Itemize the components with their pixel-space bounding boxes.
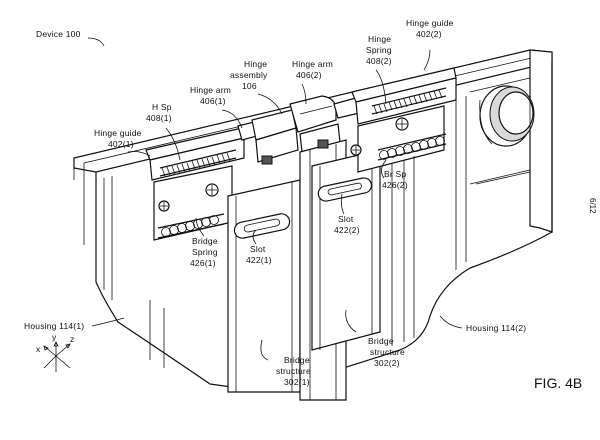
label-housing-1: Housing 114(1) [24, 321, 84, 331]
axis-label-z: z [70, 334, 74, 344]
knob-cylinder [479, 85, 535, 147]
label-hinge-arm-1: Hinge arm [190, 85, 231, 95]
label-hinge-assembly-2: assembly [230, 70, 268, 80]
label-hinge-arm-2: Hinge arm [292, 59, 333, 69]
label-br-sp-ref: 426(2) [382, 180, 408, 190]
label-device: Device 100 [36, 29, 81, 39]
leader-lines [87, 37, 463, 361]
axis-label-y: y [52, 332, 57, 342]
label-bridge-structure-1: Bridge [284, 355, 310, 365]
label-hinge-arm-1-ref: 406(1) [200, 96, 226, 106]
axis-label-x: x [36, 344, 41, 354]
label-hinge-spring-2: Hinge [368, 34, 391, 44]
label-bridge-structure-2: Bridge [368, 336, 394, 346]
label-hinge-guide-1-ref: 402(1) [108, 139, 134, 149]
label-bridge-structure-1b: structure [276, 366, 311, 376]
label-housing-2: Housing 114(2) [466, 323, 526, 333]
label-bridge-spring-1-ref: 426(1) [190, 258, 216, 268]
housing-right-end [529, 49, 553, 233]
device-drawing [73, 49, 553, 401]
label-slot-1-ref: 422(1) [246, 255, 272, 265]
slot-422-1 [233, 213, 291, 239]
sheet-number: 6/12 [588, 198, 597, 214]
bridge-spring-426-2 [377, 133, 447, 161]
label-hinge-spring-2-ref: 408(2) [366, 56, 392, 66]
label-hinge-guide-1: Hinge guide [94, 128, 142, 138]
label-bridge-structure-2b: structure [370, 347, 405, 357]
label-hinge-assembly-ref: 106 [242, 81, 257, 91]
slot-422-2 [317, 177, 373, 202]
bridge-spring-426-1 [157, 213, 225, 239]
callout-labels: Device 100 Hinge guide 402(1) H Sp 408(1… [24, 18, 526, 387]
label-br-sp: Br Sp [384, 169, 406, 179]
label-bridge-structure-2-ref: 302(2) [374, 358, 400, 368]
label-bridge-structure-1-ref: 302(1) [284, 377, 310, 387]
label-slot-2-ref: 422(2) [334, 225, 360, 235]
label-hinge-guide-2-ref: 402(2) [416, 29, 442, 39]
hinge-spring-408-2 [371, 87, 447, 115]
hinge-spring-408-1 [159, 149, 237, 177]
figure-label: FIG. 4B [534, 375, 582, 391]
label-h-sp-ref: 408(1) [146, 113, 172, 123]
label-hinge-guide-2: Hinge guide [406, 18, 454, 28]
hinge-assembly-106 [251, 95, 341, 163]
label-hinge-assembly: Hinge [244, 59, 267, 69]
label-slot-2: Slot [338, 214, 354, 224]
label-h-sp: H Sp [152, 102, 172, 112]
label-slot-1: Slot [250, 244, 266, 254]
label-hinge-arm-2-ref: 406(2) [296, 70, 322, 80]
housing-114-1 [95, 172, 269, 393]
axis-triad-icon: x y z [36, 332, 74, 372]
housing-114-2 [267, 62, 553, 393]
label-hinge-spring-2b: Spring [366, 45, 392, 55]
label-bridge-spring-1: Bridge [192, 236, 218, 246]
label-bridge-spring-1b: Spring [192, 247, 218, 257]
